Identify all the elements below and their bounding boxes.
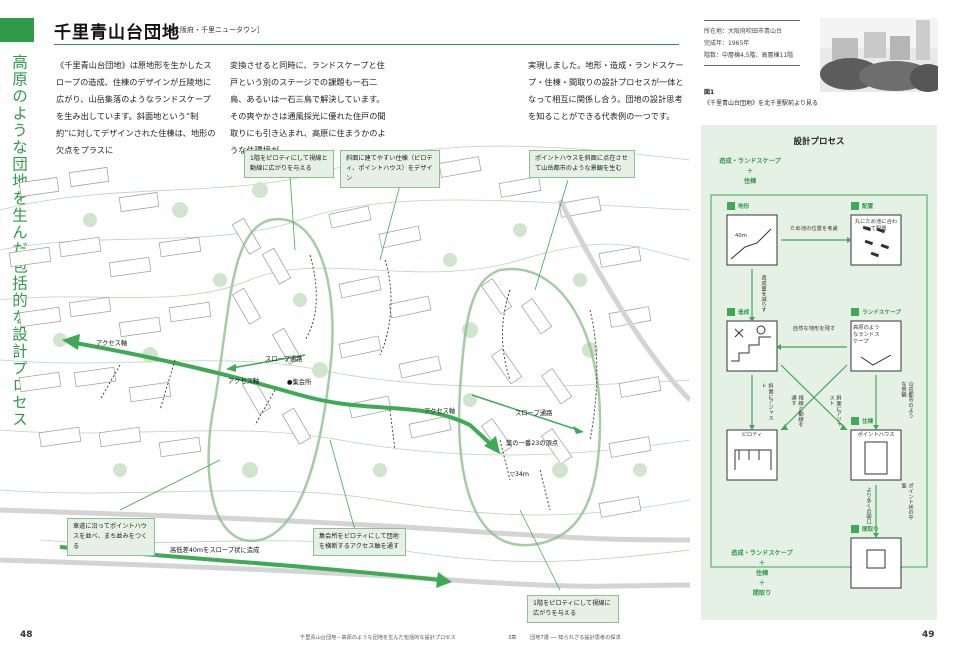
tag-grading: 造成: [738, 310, 750, 316]
callout-slope-buildings: 斜面に建てやすい住棟（ピロティ、ポイントハウス）をデザイン: [340, 150, 440, 188]
footer-left-text: 千里青山台団地－高原のような団地を生んだ包括的な設計プロセス: [300, 635, 456, 641]
slope-passages: [231, 354, 579, 431]
note-reduce: 造成量を減らす: [760, 275, 766, 313]
vertical-title: 高原のような団地を生んだ包括的な設計プロセス: [10, 54, 28, 428]
label-slope-passage-1: スロープ通路: [265, 356, 303, 363]
note-terrain: 40m: [735, 233, 747, 239]
info-scale: 階数：中層棟4,5階、高層棟11階: [704, 52, 794, 59]
header-rule: [54, 44, 679, 45]
figure-number: 図1: [704, 89, 715, 96]
process-title: 設計プロセス: [793, 137, 845, 147]
label-access-axis-3: アクセス軸: [424, 408, 456, 415]
note-adjust-2: 斜面にアジャスト: [828, 395, 841, 427]
note-more-openings: より多くの開口: [865, 487, 871, 525]
note-mountain-city: 山岳都市のような景観: [900, 381, 913, 419]
footer-right-text: 団地7選 ── 知られざる設計思考の探求: [530, 635, 621, 641]
process-diagram: [710, 194, 928, 589]
callout-street-houses: 車道に沿ってポイントハウスを並べ、まち並みをつくる: [67, 518, 155, 556]
note-view: 視線と動線を通す: [790, 395, 803, 427]
info-location: 所在地：大阪府吹田市青山台: [704, 28, 783, 35]
footer-chapter: 3章: [508, 635, 517, 641]
tag-terrain: 地形: [738, 204, 750, 210]
label-slope-passage-2: スロープ通路: [515, 410, 553, 417]
page-subtitle: ［大阪府・千里ニュータウン］: [166, 26, 264, 34]
note-pointhouse: ポイントハウス: [857, 432, 895, 438]
info-top-rule: [704, 20, 800, 21]
note-point-shape: ポイント状の平面: [900, 483, 913, 521]
site-map-drawing: [0, 145, 692, 591]
note-natural: 自然な地形を残す: [792, 326, 836, 332]
note-layout: 丸にため池に合わせて配置: [854, 219, 898, 232]
design-process-panel: 設計プロセス 造成・ランドスケープ ＋ 住棟: [701, 125, 937, 620]
building-slabs: [8, 156, 662, 518]
label-access-axis-2: アクセス軸: [228, 378, 260, 385]
intro-column-1: 《千里青山台団地》は原地形を生かしたスロープの造成、住棟のデザインが丘陵地に広が…: [56, 60, 216, 155]
callout-piloti: 1階をピロティにして視線と動線に広がりを与える: [244, 150, 334, 178]
site-map: 1階をピロティにして視線と動線に広がりを与える 斜面に建てやすい住棟（ピロティ、…: [0, 140, 692, 630]
process-bottom-stack: 造成・ランドスケープ ＋ 住棟 ＋ 間取り: [731, 550, 793, 597]
info-completion: 完成年：1965年: [704, 40, 750, 47]
callout-meeting-hall: 集会所をピロティにして団地を横断するアクセス軸を通す: [313, 528, 406, 556]
intro-column-3: 実現しました。地形・造成・ランドスケープ・住棟・間取りの設計プロセスが一体となっ…: [528, 60, 684, 121]
zone-outlines: [207, 217, 602, 547]
label-meeting-hall: ●集会所: [287, 379, 312, 386]
tag-layout: 配置: [862, 204, 874, 210]
access-axis: [69, 340, 497, 450]
access-axis-arrowhead: [62, 334, 80, 350]
note-piloti: ピロティ: [741, 432, 763, 438]
note-adjust-1: 斜面にアジャスト: [760, 383, 773, 421]
page-title: 千里青山台団地: [54, 23, 180, 43]
tree-clusters: [53, 173, 647, 478]
view-arrows: [99, 254, 598, 511]
tag-building: 住棟: [862, 419, 874, 425]
label-access-axis-1: アクセス軸: [96, 340, 128, 347]
label-elevation-34m: ▽34m: [510, 471, 529, 478]
note-pond: ため池の位置を考慮: [790, 226, 838, 232]
figure-caption: 《千里青山台団地》を北千里駅前より見る: [704, 100, 818, 107]
label-elevation-peak: 築の一番23の頂点: [506, 440, 559, 447]
note-highland: 高原のようなランドスケープ: [853, 325, 880, 345]
leader-lines: [119, 174, 569, 591]
section-marker: [0, 18, 34, 42]
callout-piloti-view: 1階をピロティにして視線に広がりを与える: [527, 595, 619, 623]
callout-point-houses: ポイントハウスを斜面に点在させて山岳都市のような景観を生む: [529, 150, 635, 178]
info-bottom-rule: [704, 65, 800, 66]
tag-landscape: ランドスケープ: [862, 310, 901, 316]
tag-plan: 間取り: [862, 527, 879, 533]
label-bottom-slope: 高低差40mをスロープ状に造成: [170, 547, 260, 554]
page-number-right: 49: [922, 630, 935, 640]
page-number-left: 48: [20, 630, 33, 640]
site-photo: [820, 18, 938, 92]
process-top-stack: 造成・ランドスケープ ＋ 住棟: [719, 158, 781, 185]
